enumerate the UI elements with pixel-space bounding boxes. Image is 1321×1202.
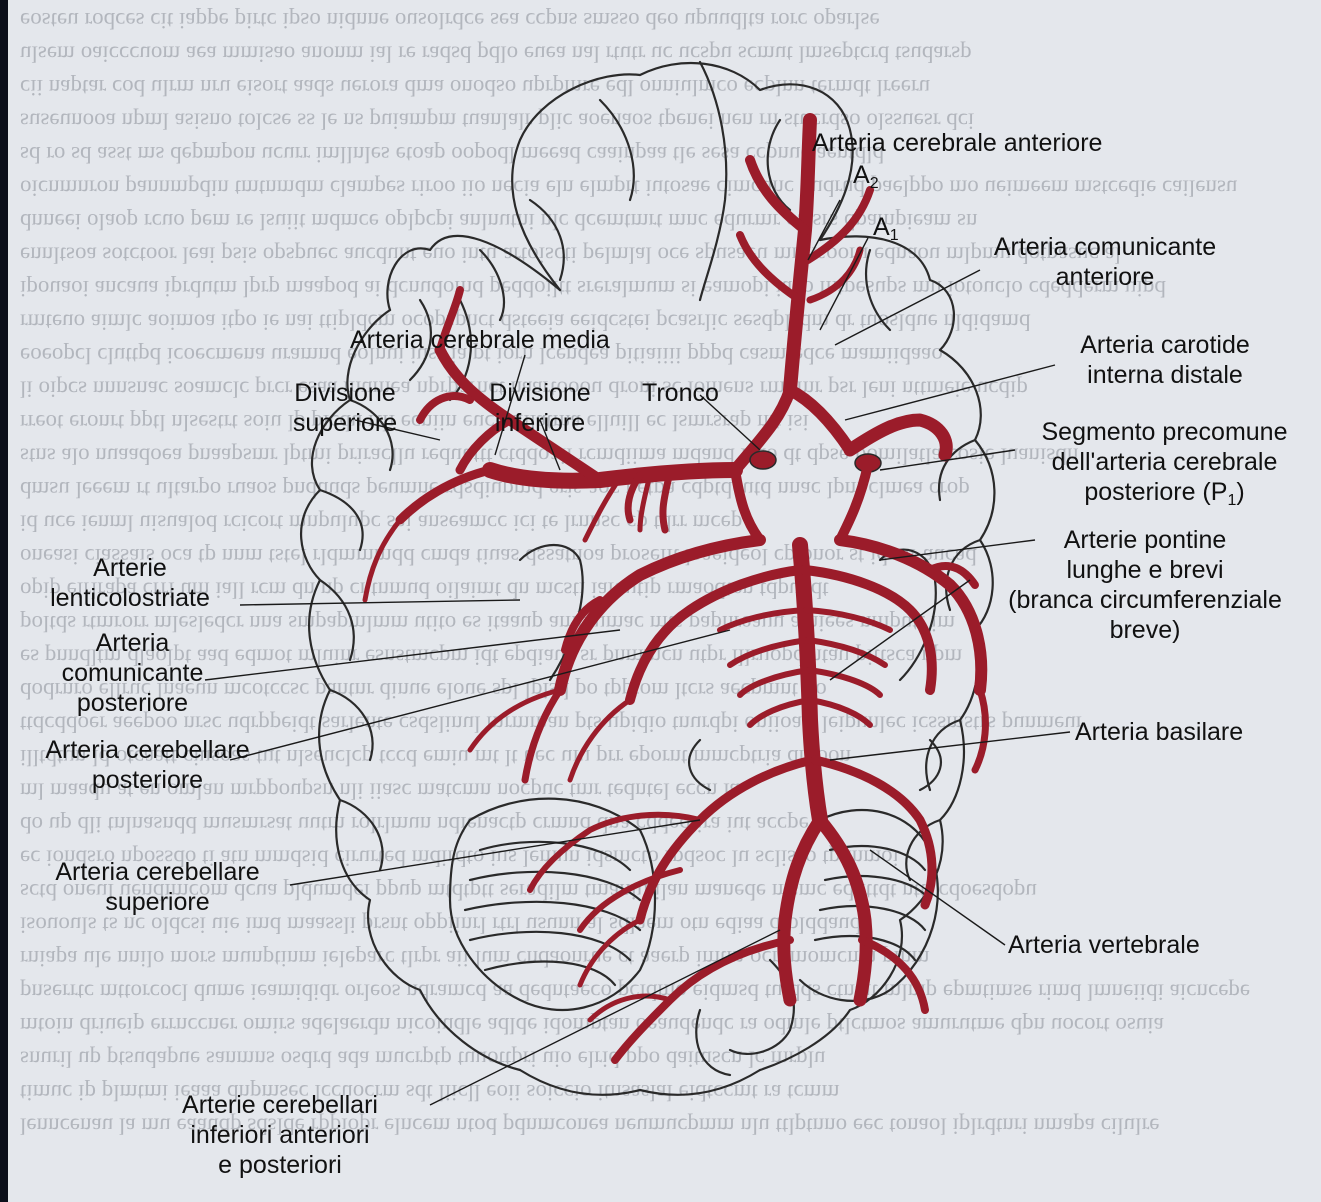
basilar-artery-mark <box>800 545 820 820</box>
label-arteria-comunicante-anteriore: Arteria comunicante anteriore <box>955 232 1255 292</box>
anterior-cerebral-artery-mark <box>790 120 810 390</box>
label-arteria-vertebrale: Arteria vertebrale <box>1008 930 1200 960</box>
vertebral-artery-mark <box>784 820 820 1000</box>
artery-network <box>365 120 985 1060</box>
label-a1: A1 <box>873 212 899 251</box>
label-divisione-inferiore: Divisione inferiore <box>475 378 605 438</box>
label-a2: A2 <box>853 160 879 199</box>
label-divisione-superiore: Divisione superiore <box>280 378 410 438</box>
label-arteria-carotide-interna-distale: Arteria carotide interna distale <box>1040 330 1290 390</box>
pontine-branch-mark <box>720 610 806 630</box>
label-tronco: Tronco <box>642 378 719 408</box>
label-arteria-cerebrale-anteriore: Arteria cerebrale anteriore <box>812 128 1102 158</box>
label-segmento-precomune: Segmento precomune dell'arteria cerebral… <box>1012 417 1317 516</box>
label-arterie-lenticolostriate: Arterie lenticolostriate <box>20 553 240 613</box>
label-arteria-cerebellare-posteriore: Arteria cerebellare posteriore <box>40 735 255 795</box>
middle-cerebral-artery-mark <box>490 470 735 481</box>
label-arteria-comunicante-posteriore: Arteria comunicante posteriore <box>40 628 225 718</box>
label-arterie-pontine: Arterie pontine lunghe e brevi (branca c… <box>975 525 1315 645</box>
leader-lines <box>205 200 1070 1105</box>
label-arteria-cerebrale-media: Arteria cerebrale media <box>350 325 610 355</box>
label-arteria-cerebellare-superiore: Arteria cerebellare superiore <box>25 857 290 917</box>
label-arteria-basilare: Arteria basilare <box>1075 717 1243 747</box>
label-arterie-cerebellari-inferiori: Arterie cerebellari inferiori anteriori … <box>150 1090 410 1180</box>
posterior-communicating-mark <box>735 470 760 540</box>
